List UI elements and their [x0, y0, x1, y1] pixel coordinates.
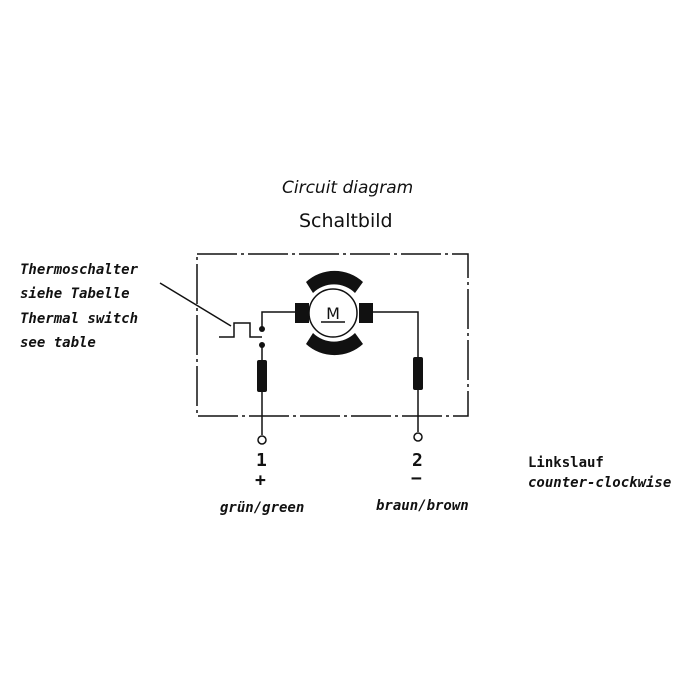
- leader-line: [159, 282, 232, 327]
- switch-contact: [259, 326, 265, 332]
- switch-contact: [259, 342, 265, 348]
- thermal-note-line: Thermoschalter: [20, 262, 139, 278]
- terminal-2-polarity: −: [411, 468, 422, 489]
- terminal-1: [257, 435, 267, 445]
- left-choke: [257, 360, 267, 392]
- thermal-note-line: siehe Tabelle: [20, 286, 130, 302]
- right-choke: [413, 357, 423, 390]
- right-brush: [359, 303, 373, 323]
- terminal-1-number: 1: [256, 450, 267, 471]
- terminal-1-polarity: +: [255, 470, 266, 491]
- thermal-switch: [219, 322, 262, 338]
- motor-label: M: [326, 304, 340, 323]
- housing-outline: [196, 253, 469, 417]
- thermal-note-line: see table: [20, 335, 96, 351]
- title-german: Schaltbild: [299, 210, 393, 232]
- terminal-2: [413, 432, 423, 442]
- wire-right: [372, 311, 419, 432]
- terminal-2-number: 2: [412, 450, 423, 471]
- terminal-1-wire: grün/green: [220, 500, 305, 516]
- rotation-english: counter-clockwise: [528, 475, 672, 491]
- top-magnet-icon: [306, 270, 363, 293]
- wire-left: [261, 311, 296, 329]
- rotation-german: Linkslauf: [528, 455, 604, 471]
- left-brush: [295, 303, 309, 323]
- title-english: Circuit diagram: [282, 178, 414, 198]
- thermal-note-line: Thermal switch: [20, 311, 139, 327]
- bottom-magnet-icon: [306, 333, 363, 356]
- terminal-2-wire: braun/brown: [376, 498, 469, 514]
